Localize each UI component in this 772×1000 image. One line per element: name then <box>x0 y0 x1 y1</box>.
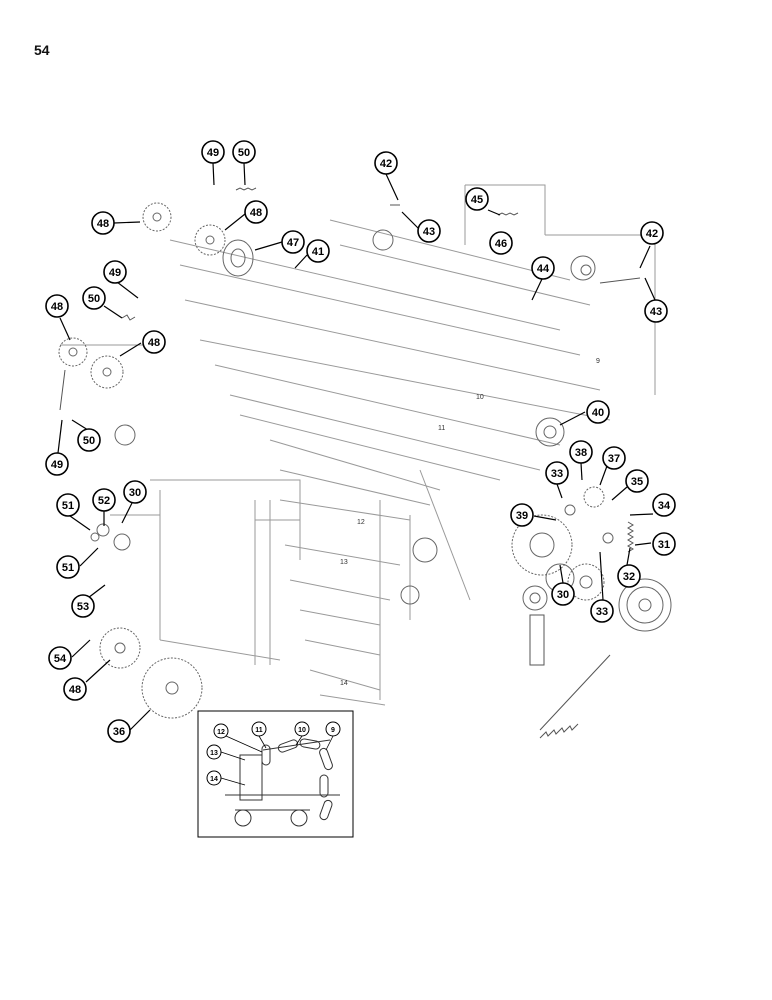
callout: 36 <box>107 719 131 743</box>
callouts: 49 50 42 45 48 48 47 41 43 46 42 49 44 5… <box>45 140 676 743</box>
callout-label: 37 <box>608 453 620 465</box>
callout: 48 <box>63 677 87 701</box>
inset-label: 11 <box>255 727 263 734</box>
callout: 50 <box>232 140 256 164</box>
roller-label: 13 <box>340 559 348 566</box>
callout-label: 48 <box>51 301 63 313</box>
callout: 33 <box>545 461 569 485</box>
callout-label: 33 <box>596 606 608 618</box>
callout: 51 <box>56 493 80 517</box>
callout-label: 53 <box>77 601 89 613</box>
sprockets <box>58 202 672 719</box>
callout-label: 36 <box>113 726 125 738</box>
callout: 48 <box>142 330 166 354</box>
callout-label: 35 <box>631 476 643 488</box>
roller-label: 10 <box>476 394 484 401</box>
callout: 46 <box>489 231 513 255</box>
callout-label: 40 <box>592 407 604 419</box>
callout-label: 39 <box>516 510 528 522</box>
callout: 42 <box>640 221 664 245</box>
callout-label: 34 <box>658 500 671 512</box>
callout-label: 42 <box>646 228 658 240</box>
callout-label: 44 <box>537 263 550 275</box>
callout-label: 50 <box>83 435 95 447</box>
inset-label: 12 <box>217 729 225 736</box>
callout-label: 42 <box>380 158 392 170</box>
inset-label: 10 <box>298 727 306 734</box>
callout-label: 38 <box>575 447 587 459</box>
callout-label: 51 <box>62 562 74 574</box>
callout: 51 <box>56 555 80 579</box>
roller-label: 9 <box>596 358 600 365</box>
callout: 53 <box>71 594 95 618</box>
callout: 43 <box>644 299 668 323</box>
callout-label: 47 <box>287 237 299 249</box>
callout-label: 45 <box>471 194 483 206</box>
callout: 48 <box>91 211 115 235</box>
callout: 54 <box>48 646 72 670</box>
callout-label: 50 <box>88 293 100 305</box>
callout-label: 49 <box>207 147 219 159</box>
callout: 33 <box>590 599 614 623</box>
callout: 50 <box>77 428 101 452</box>
callout: 43 <box>417 219 441 243</box>
callout-label: 31 <box>658 539 670 551</box>
inset-label: 14 <box>210 776 218 783</box>
callout: 52 <box>92 488 116 512</box>
callout-label: 54 <box>54 653 67 665</box>
callout-label: 30 <box>557 589 569 601</box>
callout: 49 <box>103 260 127 284</box>
inset-labels: 12 11 10 9 13 14 <box>206 721 341 786</box>
callout-label: 30 <box>129 487 141 499</box>
roller-label: 11 <box>438 425 445 432</box>
callout-label: 51 <box>62 500 74 512</box>
inset-label: 9 <box>331 727 335 734</box>
callout-label: 43 <box>650 306 662 318</box>
page-number: 54 <box>34 42 50 58</box>
callout: 48 <box>244 200 268 224</box>
callout-label: 52 <box>98 495 110 507</box>
callout: 35 <box>625 469 649 493</box>
callout: 44 <box>531 256 555 280</box>
callout: 45 <box>465 187 489 211</box>
callout-label: 48 <box>250 207 262 219</box>
callout-label: 49 <box>51 459 63 471</box>
callout-label: 32 <box>623 571 635 583</box>
callout: 49 <box>45 452 69 476</box>
callout: 32 <box>617 564 641 588</box>
callout-label: 48 <box>97 218 109 230</box>
callout: 41 <box>306 239 330 263</box>
callout: 50 <box>82 286 106 310</box>
callout-label: 43 <box>423 226 435 238</box>
machine-frame <box>60 184 656 706</box>
roller-label: 14 <box>340 680 348 687</box>
callout: 48 <box>45 294 69 318</box>
callout: 37 <box>602 446 626 470</box>
callout-label: 41 <box>312 246 324 258</box>
callout: 49 <box>201 140 225 164</box>
callout: 30 <box>123 480 147 504</box>
roller-labels: 9 10 11 12 13 14 <box>340 358 600 687</box>
callout: 39 <box>510 503 534 527</box>
callout-label: 33 <box>551 468 563 480</box>
inset-label: 13 <box>210 750 218 757</box>
callout: 42 <box>374 151 398 175</box>
callout-label: 49 <box>109 267 121 279</box>
callout: 40 <box>586 400 610 424</box>
callout: 30 <box>551 582 575 606</box>
callout: 34 <box>652 493 676 517</box>
callout: 38 <box>569 440 593 464</box>
callout: 47 <box>281 230 305 254</box>
callout-label: 46 <box>495 238 507 250</box>
callout-label: 48 <box>148 337 160 349</box>
roller-label: 12 <box>357 519 365 526</box>
callout: 31 <box>652 532 676 556</box>
leader-lines <box>57 162 656 731</box>
callout-label: 48 <box>69 684 81 696</box>
inset-diagram: 12 11 10 9 13 14 <box>197 710 354 838</box>
callout-label: 50 <box>238 147 250 159</box>
springs-rods <box>59 187 641 739</box>
